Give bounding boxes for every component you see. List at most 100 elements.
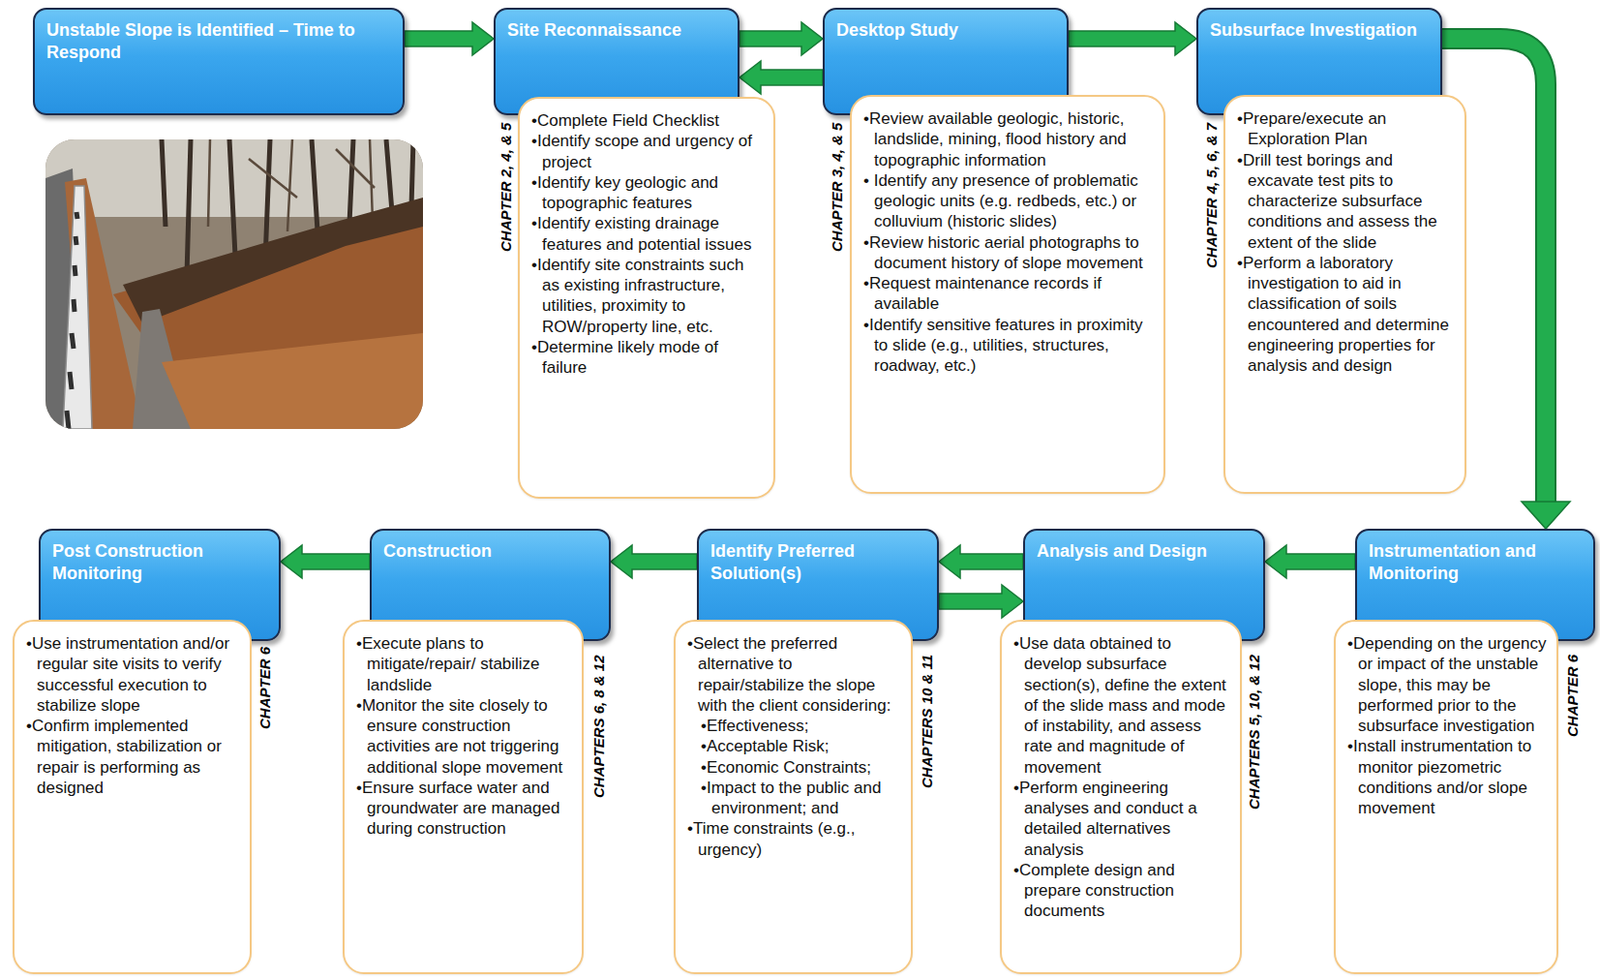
chapter-reference: CHAPTER 4, 5, 6, & 7 xyxy=(1203,122,1220,269)
bullet-item: •Request maintenance records if availabl… xyxy=(863,272,1154,315)
step-details: •Use instrumentation and/or regular site… xyxy=(12,619,252,974)
flow-arrow xyxy=(610,544,697,578)
text-column: •Execute plans to mitigate/repair/ stabi… xyxy=(356,633,573,840)
text-column: •Depending on the urgency or impact of t… xyxy=(1347,633,1547,818)
step-title: Subsurface Investigation xyxy=(1209,19,1429,42)
bullet-item: •Confirm implemented mitigation, stabili… xyxy=(26,715,241,798)
chapter-reference: CHAPTERS 6, 8 & 12 xyxy=(590,654,607,798)
text-column: Subsurface Investigation xyxy=(1209,19,1429,42)
step-details: •Complete Field Checklist•Identify scope… xyxy=(517,96,776,499)
text-column: Desktop Study xyxy=(836,19,1056,42)
arrow-head xyxy=(1521,501,1570,529)
text-column: •Complete Field Checklist•Identify scope… xyxy=(531,110,764,378)
step-details: •Execute plans to mitigate/repair/ stabi… xyxy=(342,619,584,974)
chapter-reference: CHAPTER 6 xyxy=(256,646,273,729)
leaf-litter xyxy=(161,332,423,429)
scarp xyxy=(122,197,423,324)
step-details: •Use data obtained to develop subsurface… xyxy=(999,619,1242,974)
bullet-item: •Drill test borings and excavate test pi… xyxy=(1237,150,1455,253)
block-arrow xyxy=(404,22,494,56)
bullet-item: • Identify any presence of problematic g… xyxy=(863,170,1154,233)
bullet-item: •Perform engineering analyses and conduc… xyxy=(1013,777,1231,860)
flow-arrow xyxy=(938,544,1024,578)
step-title: Site Reconnaissance xyxy=(507,19,726,42)
chapter-reference: CHAPTERS 5, 10, & 12 xyxy=(1245,654,1263,810)
bullet-item: •Determine likely mode of failure xyxy=(531,336,764,379)
flow-arrow xyxy=(404,22,494,56)
flow-arrow xyxy=(1068,22,1197,56)
bullet-item: •Perform a laboratory investigation to a… xyxy=(1237,252,1455,377)
bullet-item: •Time constraints (e.g., urgency) xyxy=(687,817,902,860)
bullet-item: •Review available geologic, historic, la… xyxy=(863,108,1154,171)
text-column: •Prepare/execute an Exploration Plan•Dri… xyxy=(1237,108,1455,376)
chapter-reference: CHAPTERS 10 & 11 xyxy=(918,654,936,788)
bullet-item: •Identify key geologic and topographic f… xyxy=(531,172,764,214)
step-details: •Select the preferred alternative to rep… xyxy=(673,619,913,974)
flow-arrow xyxy=(280,544,370,578)
bullet-item: •Use instrumentation and/or regular site… xyxy=(26,633,241,716)
flow-arrow xyxy=(739,60,823,94)
step-details: •Review available geologic, historic, la… xyxy=(849,94,1166,494)
step-title: Post Construction Monitoring xyxy=(52,540,268,586)
step-title: Identify Preferred Solution(s) xyxy=(710,540,926,586)
bullet-item: •Identify site constraints such as exist… xyxy=(531,254,764,337)
bullet-item: •Identify scope and urgency of project xyxy=(531,130,764,173)
step-title: Construction xyxy=(383,540,598,563)
bullet-item: •Ensure surface water and groundwater ar… xyxy=(356,777,573,840)
step-title: Unstable Slope is Identified – Time to R… xyxy=(46,19,392,65)
photo-content xyxy=(45,139,423,429)
step-title: Desktop Study xyxy=(836,19,1056,42)
step-title: Analysis and Design xyxy=(1036,540,1252,563)
flow-arrow xyxy=(938,584,1024,618)
text-column: Analysis and Design xyxy=(1036,540,1252,563)
bullet-item: •Install instrumentation to monitor piez… xyxy=(1347,735,1547,818)
text-column: Unstable Slope is Identified – Time to R… xyxy=(46,19,392,65)
text-column: •Select the preferred alternative to rep… xyxy=(687,633,902,860)
bullet-item: •Impact to the public and environment; a… xyxy=(687,777,902,819)
flow-arrow xyxy=(739,22,823,56)
guardrail-posts xyxy=(66,211,78,429)
woods-background xyxy=(45,139,423,429)
block-arrow xyxy=(739,22,823,56)
step-details: •Depending on the urgency or impact of t… xyxy=(1333,619,1559,974)
text-column: •Use instrumentation and/or regular site… xyxy=(26,633,241,798)
bullet-item: •Identify existing drainage features and… xyxy=(531,212,764,255)
text-column: Site Reconnaissance xyxy=(507,19,726,42)
bullet-item: •Prepare/execute an Exploration Plan xyxy=(1237,108,1455,151)
chapter-reference: CHAPTER 3, 4, & 5 xyxy=(828,122,846,252)
guardrail xyxy=(62,185,92,429)
bullet-item: •Acceptable Risk; xyxy=(687,735,902,756)
bullet-item: •Identify sensitive features in proximit… xyxy=(863,314,1154,377)
bullet-item: •Review historic aerial photographs to d… xyxy=(863,232,1154,274)
block-arrow xyxy=(1068,22,1197,56)
text-column: •Review available geologic, historic, la… xyxy=(863,108,1154,376)
block-arrow xyxy=(1265,544,1356,578)
landslide-photo xyxy=(45,139,423,429)
text-column: Instrumentation and Monitoring xyxy=(1368,540,1582,586)
chapter-reference: CHAPTER 6 xyxy=(1564,654,1581,737)
block-arrow xyxy=(938,584,1024,618)
step-details: •Prepare/execute an Exploration Plan•Dri… xyxy=(1223,94,1467,494)
text-column: •Use data obtained to develop subsurface… xyxy=(1013,633,1231,922)
text-column: Post Construction Monitoring xyxy=(52,540,268,586)
flow-arrow xyxy=(1265,544,1356,578)
bullet-item: •Depending on the urgency or impact of t… xyxy=(1347,633,1547,736)
bullet-item: •Execute plans to mitigate/repair/ stabi… xyxy=(356,633,573,695)
bullet-item: •Complete Field Checklist xyxy=(531,110,764,131)
block-arrow xyxy=(610,544,697,578)
block-arrow xyxy=(280,544,370,578)
tree-branches xyxy=(208,139,375,232)
block-arrow xyxy=(938,544,1024,578)
step-title: Instrumentation and Monitoring xyxy=(1368,540,1582,586)
text-column: Identify Preferred Solution(s) xyxy=(710,540,926,586)
block-arrow xyxy=(739,60,823,94)
bullet-item: •Select the preferred alternative to rep… xyxy=(687,633,902,716)
bullet-item: •Complete design and prepare constructio… xyxy=(1013,859,1231,922)
text-column: Construction xyxy=(383,540,598,563)
bullet-item: •Use data obtained to develop subsurface… xyxy=(1013,633,1231,778)
bullet-item: •Monitor the site closely to ensure cons… xyxy=(356,694,573,778)
chapter-reference: CHAPTER 2, 4, & 5 xyxy=(497,122,514,252)
bullet-item: •Effectiveness; xyxy=(687,715,902,736)
step-header: Unstable Slope is Identified – Time to R… xyxy=(32,7,405,116)
